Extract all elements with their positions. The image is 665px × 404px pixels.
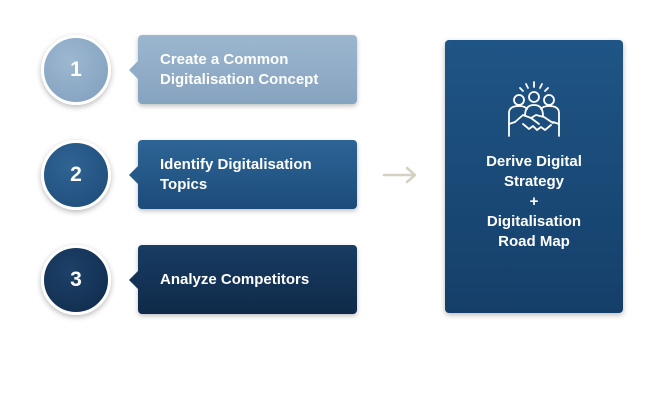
step-number-2: 2 [41,140,111,210]
result-line-1: Derive Digital [486,153,582,170]
result-line-4: Digitalisation [486,213,582,230]
step-label-1: Create a Common Digitalisation Concept [160,50,318,90]
arrow-right-icon [382,166,417,184]
step-label-3-line-1: Analyze Competitors [160,270,310,288]
step-label-1-line-1: Create a Common [160,50,289,68]
result-label: Derive Digital Strategy + Digitalisation… [445,152,623,252]
step-box-3: Analyze Competitors [129,245,357,314]
result-line-5: Road Map [498,233,570,250]
step-label-2: Identify Digitalisation Topics [160,155,312,195]
step-number-1: 1 [41,35,111,105]
step-label-2-line-1: Identify Digitalisation [160,155,312,173]
result-line-3: + [529,193,539,210]
step-label-1-line-2: Digitalisation Concept [160,70,319,88]
result-panel: Derive Digital Strategy + Digitalisation… [445,40,623,313]
step-number-3: 3 [41,245,111,315]
result-line-2: Strategy [503,173,565,190]
step-label-2-line-2: Topics [160,175,208,193]
team-handshake-icon [508,81,560,137]
step-box-2: Identify Digitalisation Topics [129,140,357,209]
step-label-3: Analyze Competitors [160,270,309,290]
step-box-1: Create a Common Digitalisation Concept [129,35,357,104]
